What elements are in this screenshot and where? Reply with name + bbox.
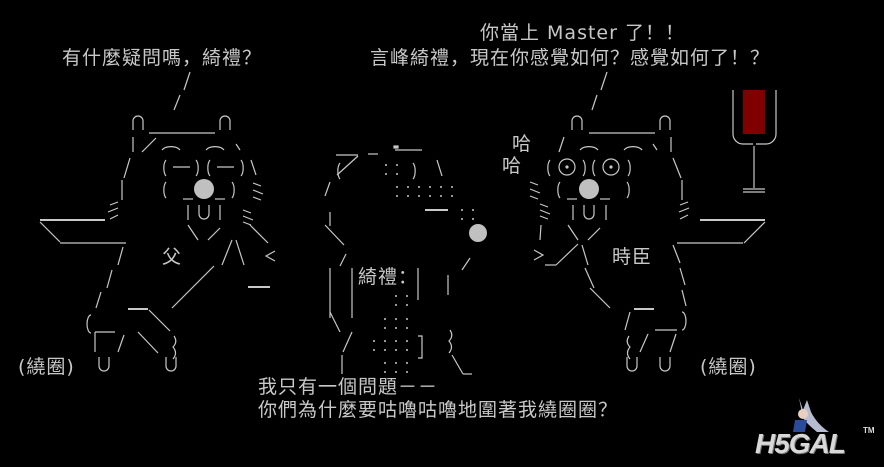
speech-pointer-right	[591, 71, 608, 111]
logo-text: H5GAL	[755, 428, 846, 459]
kirei-speech-line-2: 你們為什麼要咕嚕咕嚕地圍著我繞圈圈？	[258, 399, 619, 421]
tokiomi-label: 時臣	[612, 246, 653, 268]
dot-pattern	[373, 164, 474, 373]
wine-glass-icon	[732, 90, 777, 193]
kirei-speech-line-1: 我只有一個問題－－	[258, 376, 439, 398]
tokiomi-speech-line-1: 你當上 Master 了！！	[480, 22, 685, 44]
father-label: 父	[162, 246, 183, 268]
mascot-icon	[793, 398, 829, 432]
father-cat	[39, 115, 276, 372]
trademark: TM	[863, 426, 875, 435]
h5gal-logo: H5GAL TM	[755, 398, 880, 464]
laugh-text: 哈	[512, 133, 533, 155]
circling-label-right: (繞圈)	[700, 356, 757, 378]
kirei-label: 綺禮：	[358, 266, 419, 288]
kirei-cat	[324, 145, 487, 375]
tokiomi-speech-line-2: 言峰綺禮，現在你感覺如何？感覺如何了！？	[370, 47, 771, 69]
father-speech: 有什麼疑問嗎，綺禮？	[62, 47, 263, 69]
speech-pointer-left	[173, 71, 191, 111]
laugh-text: 哈	[502, 155, 523, 177]
circling-label-left: (繞圈)	[18, 356, 75, 378]
tokiomi-cat	[529, 115, 766, 372]
